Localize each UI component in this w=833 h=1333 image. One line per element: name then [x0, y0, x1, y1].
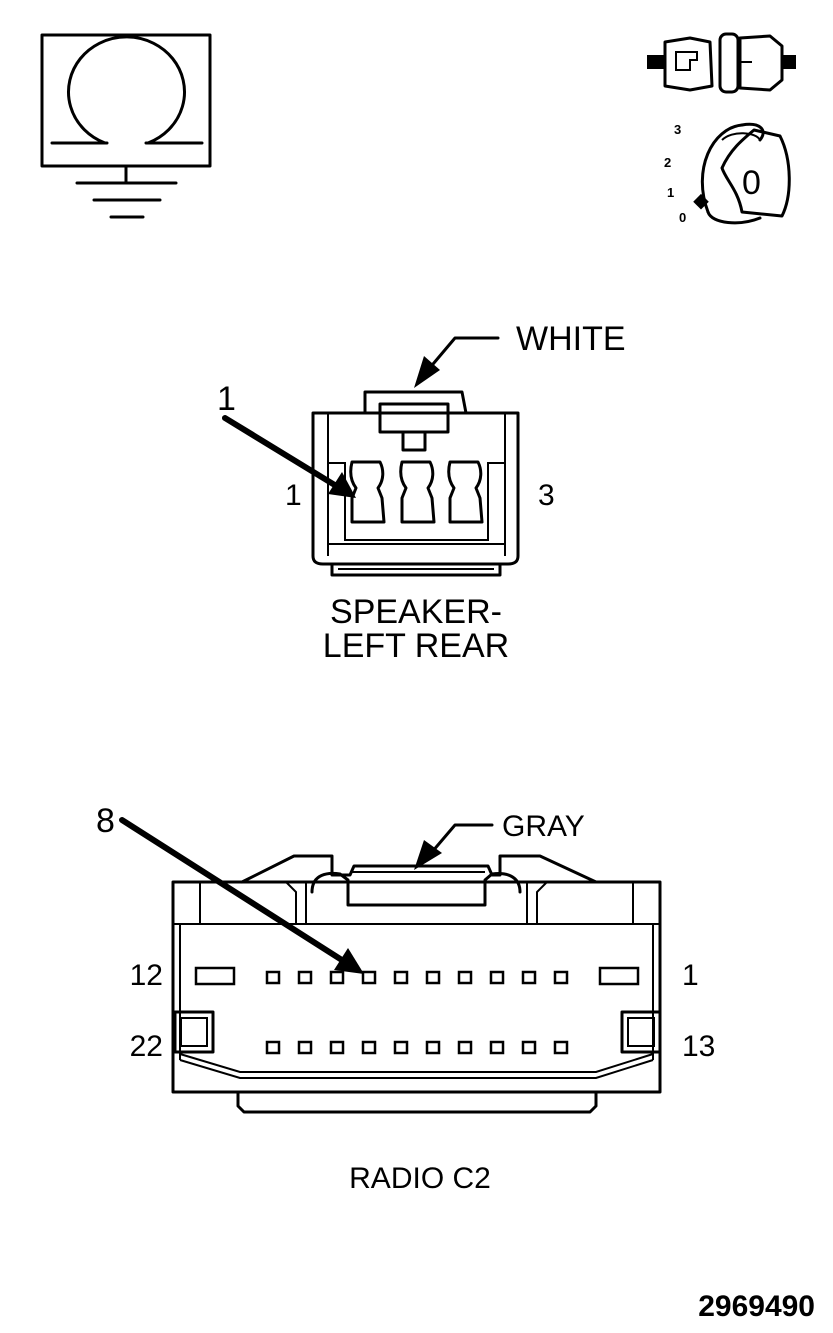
ignition-position-1: 1	[667, 185, 674, 200]
speaker-connector-name-line2: LEFT REAR	[323, 627, 509, 665]
ignition-position-2: 2	[664, 155, 671, 170]
radio-row2-right-label: 13	[682, 1030, 715, 1063]
speaker-connector: WHITE 1 1 3 SPEAKER- LEFT REAR	[217, 320, 626, 665]
speaker-pin-right-label: 3	[538, 479, 555, 512]
radio-row1-right-label: 1	[682, 959, 699, 992]
ohm-ground-icon	[40, 33, 212, 219]
figure-number: 2969490	[698, 1290, 815, 1323]
ignition-position-3: 3	[674, 122, 681, 137]
ignition-key-label: 0	[742, 164, 761, 202]
radio-connector-name: RADIO C2	[349, 1162, 491, 1195]
radio-row1-pins	[265, 970, 569, 985]
radio-connector-color: GRAY	[502, 810, 585, 843]
ignition-position-0: 0	[679, 210, 686, 225]
connector-icon	[647, 32, 796, 94]
radio-connector: GRAY	[96, 802, 715, 1195]
ignition-key-icon: 3 2 1 0 0	[664, 122, 791, 225]
radio-row1-left-label: 12	[130, 959, 163, 992]
speaker-connector-name-line1: SPEAKER-	[330, 593, 502, 631]
radio-row2-pins	[265, 1040, 569, 1055]
radio-callout-pin: 8	[96, 802, 115, 840]
speaker-callout-pin: 1	[217, 380, 236, 418]
radio-row2-left-label: 22	[130, 1030, 163, 1063]
speaker-connector-color: WHITE	[516, 320, 626, 358]
speaker-pin-left-label: 1	[285, 479, 302, 512]
